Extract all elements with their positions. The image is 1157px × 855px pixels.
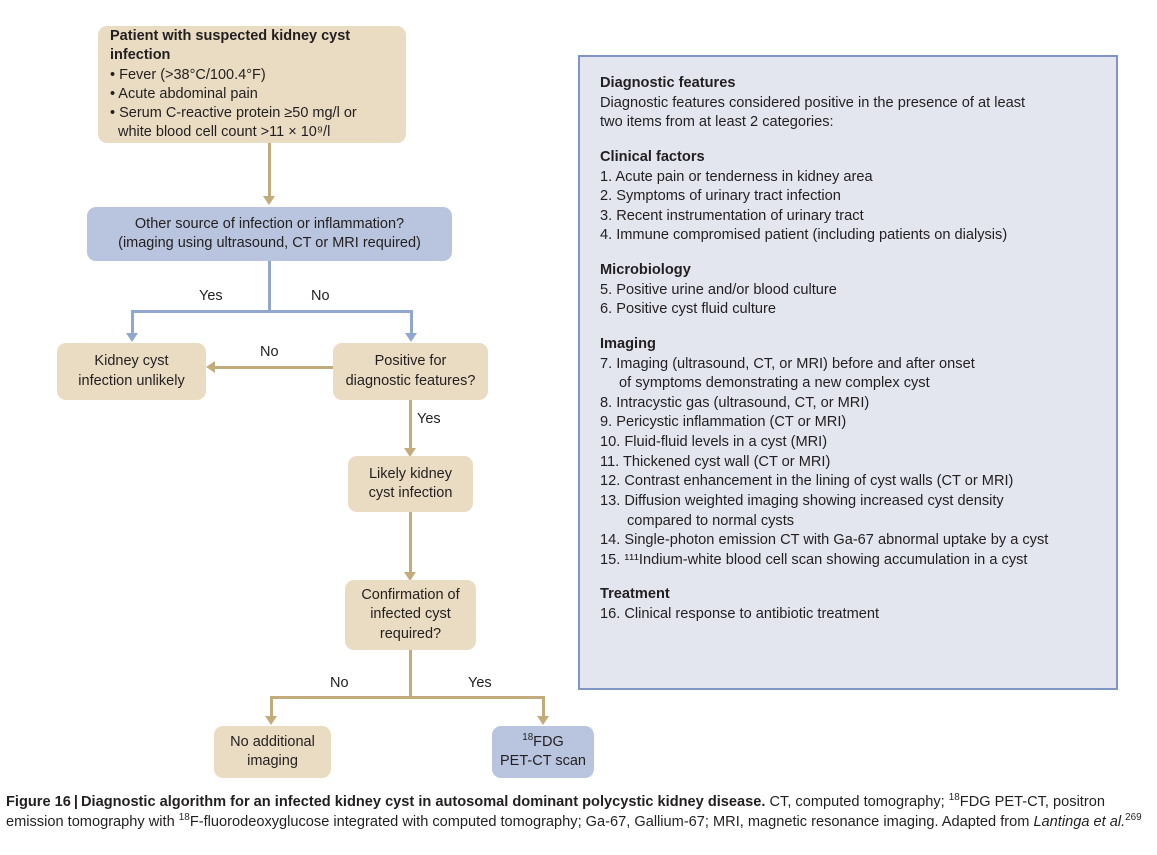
caption-bold-title: Diagnostic algorithm for an infected kid… [80,794,766,810]
edge-label-positive-no: No [260,344,279,360]
connector-positive-to-likely [409,400,412,450]
arrowhead-other-yes [126,333,138,342]
node-no-additional-imaging-line2: imaging [247,753,298,769]
node-likely-infection-line1: Likely kidney [368,465,452,482]
node-confirmation: Confirmation of infected cyst required? [345,580,476,650]
connector-confirm-cross [270,696,545,699]
connector-other-stem [268,261,271,312]
panel-item-16: 16. Clinical response to antibiotic trea… [600,606,880,622]
panel-heading: Diagnostic features [600,75,736,91]
connector-start-to-other [268,143,271,198]
edge-label-confirm-no: No [330,675,349,691]
edge-label-other-yes: Yes [199,288,223,304]
panel-intro-line2: two items from at least 2 categories: [600,114,834,131]
node-other-source: Other source of infection or inflammatio… [87,207,452,261]
connector-confirm-stem [409,650,412,698]
caption-figure-label: Figure 16 [6,794,71,810]
panel-section-title-microbiology: Microbiology [600,262,691,278]
arrowhead-likely-to-confirmation [404,572,416,581]
caption-reference-number: 269 [1125,811,1142,823]
node-start: Patient with suspected kidney cyst infec… [98,26,406,143]
node-fdg-pet-ct-line1: 18FDG [522,733,564,752]
panel-section-title-imaging: Imaging [600,335,656,352]
caption-rest-3: F-fluorodeoxyglucose integrated with com… [189,813,1034,830]
panel-section-title-clinical: Clinical factors [600,148,705,165]
arrowhead-positive-to-likely [404,448,416,457]
edge-label-confirm-yes: Yes [468,675,492,691]
caption-separator: | [71,794,81,810]
connector-other-no-drop [410,310,413,335]
arrowhead-other-no [405,333,417,342]
node-infection-unlikely-line2: infection unlikely [78,372,185,389]
panel-item-9: 9. Pericystic inflammation (CT or MRI) [600,414,847,431]
node-other-source-line2: (imaging using ultrasound, CT or MRI req… [118,235,421,251]
panel-spacer-4 [600,570,1100,585]
node-confirmation-line2: infected cyst [370,606,451,623]
panel-item-3: 3. Recent instrumentation of urinary tra… [600,207,864,224]
figure-caption: Figure 16|Diagnostic algorithm for an in… [6,793,1154,833]
panel-spacer-1 [600,133,1100,148]
connector-other-yes-drop [131,310,134,335]
node-fdg-pet-ct-sup: 18 [522,732,534,744]
caption-separator-text: | [73,794,78,810]
panel-item-7: 7. Imaging (ultrasound, CT, or MRI) befo… [600,355,975,372]
caption-rest-1: CT, computed tomography; [765,794,949,810]
node-start-bullet-4: white blood cell count >11 × 10⁹/l [118,124,331,141]
arrowhead-positive-to-unlikely [206,361,215,373]
panel-item-4: 4. Immune compromised patient (including… [600,227,1008,244]
caption-sup-2: 18 [178,811,190,823]
connector-likely-to-confirmation [409,512,412,574]
node-start-bullet-1: • Fever (>38°C/100.4°F) [110,66,266,83]
panel-spacer-3 [600,320,1100,335]
panel-item-6: 6. Positive cyst fluid culture [600,301,777,318]
node-positive-features-line1: Positive for [374,353,447,370]
node-likely-infection-line2: cyst infection [368,485,453,501]
node-positive-features-line2: diagnostic features? [345,372,476,389]
node-start-bullet-2: • Acute abdominal pain [110,86,258,102]
panel-item-2: 2. Symptoms of urinary tract infection [600,188,841,205]
edge-label-positive-yes: Yes [417,411,441,427]
connector-positive-to-unlikely [215,366,333,369]
arrowhead-confirm-no [265,716,277,725]
node-fdg-pet-ct-line1-text: FDG [533,733,564,750]
node-infection-unlikely: Kidney cyst infection unlikely [57,343,206,400]
node-fdg-pet-ct: 18FDG PET-CT scan [492,726,594,778]
panel-item-13: 13. Diffusion weighted imaging showing i… [600,492,1004,509]
arrowhead-start-to-other [263,196,275,205]
node-confirmation-line3: required? [379,625,442,642]
edge-label-other-no: No [311,288,330,304]
panel-item-10: 10. Fluid-fluid levels in a cyst (MRI) [600,434,828,450]
panel-section-title-treatment: Treatment [600,586,670,603]
node-start-bullet-3: • Serum C-reactive protein ≥50 mg/l or [110,105,357,122]
node-likely-infection: Likely kidney cyst infection [348,456,473,512]
arrowhead-confirm-yes [537,716,549,725]
panel-item-11: 11. Thickened cyst wall (CT or MRI) [600,453,831,470]
panel-item-12: 12. Contrast enhancement in the lining o… [600,473,1014,490]
caption-rest-2: FDG PET-CT, positron emission tomography… [6,794,1105,830]
diagnostic-features-panel: Diagnostic features Diagnostic features … [578,55,1118,690]
connector-confirm-no-drop [270,696,273,718]
node-no-additional-imaging-line1: No additional [230,733,315,750]
node-confirmation-line1: Confirmation of [361,587,460,604]
node-no-additional-imaging: No additional imaging [214,726,331,778]
caption-sup-1: 18 [948,792,960,804]
caption-italic-citation: Lantinga et al. [1033,813,1126,830]
panel-item-14: 14. Single-photon emission CT with Ga-67… [600,532,1049,549]
node-fdg-pet-ct-line2: PET-CT scan [500,753,586,769]
panel-item-7-cont: of symptoms demonstrating a new complex … [619,375,930,392]
node-positive-features: Positive for diagnostic features? [333,343,488,400]
panel-spacer-2 [600,246,1100,261]
node-other-source-line1: Other source of infection or inflammatio… [134,215,405,232]
panel-item-8: 8. Intracystic gas (ultrasound, CT, or M… [600,394,870,411]
node-start-title: Patient with suspected kidney cyst infec… [110,27,351,63]
node-infection-unlikely-line1: Kidney cyst [94,353,169,370]
connector-confirm-yes-drop [542,696,545,718]
panel-item-15: 15. ¹¹¹Indium-white blood cell scan show… [600,551,1028,568]
panel-item-1: 1. Acute pain or tenderness in kidney ar… [600,168,873,185]
panel-item-13-cont: compared to normal cysts [627,512,795,529]
connector-other-cross [131,310,413,313]
panel-intro-line1: Diagnostic features considered positive … [600,94,1026,111]
panel-item-5: 5. Positive urine and/or blood culture [600,281,837,298]
